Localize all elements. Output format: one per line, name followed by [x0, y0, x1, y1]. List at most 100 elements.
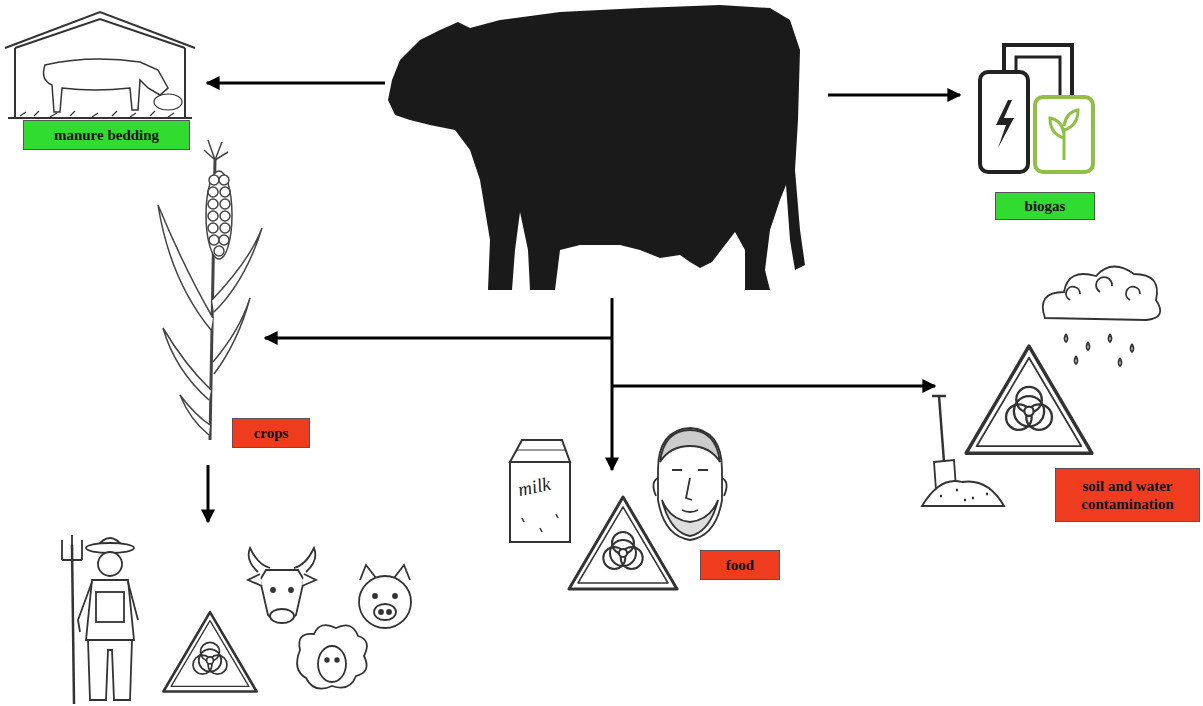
livestock-heads-part [374, 604, 396, 620]
flow-arrows-part [611, 298, 614, 470]
man-head-part [686, 478, 692, 500]
benefit-label: biogas [995, 192, 1095, 220]
barn-sketch [5, 12, 195, 118]
biogas-icon-part [1016, 57, 1060, 97]
node-text: manure bedding [54, 126, 159, 144]
corn-plant-part [209, 175, 219, 185]
risk-label: crops [232, 418, 310, 448]
corn-plant-part [208, 223, 218, 233]
node-text: biogas [1025, 197, 1066, 215]
man-head-part [682, 510, 698, 512]
benefit-label: manure bedding [23, 120, 190, 150]
livestock-heads-part [325, 658, 329, 662]
livestock-heads-part [271, 588, 275, 592]
livestock-heads-part [379, 610, 383, 614]
farmer-figure-part [72, 545, 74, 704]
livestock-heads-part [289, 588, 293, 592]
barn-sketch-part [20, 111, 174, 117]
flow-arrows-part [265, 337, 612, 340]
corn-plant-part [220, 223, 230, 233]
barn-sketch-part [154, 94, 182, 110]
biogas-icon [980, 45, 1093, 172]
shovel-soil-part [940, 490, 988, 500]
livestock-heads-part [248, 574, 316, 586]
livestock-heads-part [373, 594, 377, 598]
barn-sketch-part [184, 48, 186, 118]
farmer-figure-part [62, 535, 82, 560]
corn-plant-part [212, 228, 262, 312]
milk-carton-part [516, 449, 566, 450]
biogas-icon-part [980, 72, 1028, 172]
corn-plant-part [208, 187, 218, 197]
corn-plant-part [158, 205, 213, 330]
node-text: soil and water contamination [1060, 477, 1195, 513]
corn-plant-part [209, 235, 219, 245]
risk-label: food [700, 550, 780, 580]
flow-arrows-part [207, 82, 385, 85]
barn-sketch-part [8, 117, 192, 119]
flow-arrows-part [612, 385, 935, 388]
flow-arrows-part [828, 94, 960, 97]
shovel-soil [922, 396, 1004, 506]
farmer-figure-part [98, 552, 122, 576]
man-head-part [658, 428, 722, 540]
barn-sketch-part [44, 59, 168, 112]
man-head-part [660, 430, 720, 462]
corn-plant-part [213, 298, 250, 374]
cloud-rain-part [1065, 334, 1134, 366]
man-head [653, 428, 726, 540]
node-text: crops [254, 424, 289, 442]
cloud-rain-part [1043, 266, 1160, 320]
corn-plant-part [219, 175, 229, 185]
cloud-rain [1043, 266, 1160, 366]
biohazard-symbol [966, 346, 1092, 453]
shovel-soil-part [922, 481, 1004, 506]
corn-plant-part [208, 211, 218, 221]
milk-carton-part [510, 462, 570, 542]
corn-plant-part [180, 395, 210, 435]
flow-arrows-part [207, 465, 210, 522]
corn-plant-part [163, 328, 211, 400]
livestock-heads-part [335, 658, 339, 662]
biogas-icon-part [1035, 97, 1093, 172]
corn-plant-part [204, 140, 228, 160]
man-head-part [672, 469, 708, 471]
livestock-heads-part [393, 594, 397, 598]
barn-sketch-part [14, 48, 16, 118]
farmer-figure-part [86, 580, 134, 640]
corn-plant-part [220, 199, 230, 209]
livestock-heads-part [270, 609, 294, 623]
milk-carton-part [522, 514, 558, 532]
cow-silhouette [388, 5, 805, 290]
barn-sketch-part [5, 12, 195, 48]
milk-carton-part [510, 440, 570, 462]
farmer-figure-part [78, 582, 138, 632]
corn-plant-part [220, 187, 230, 197]
corn-plant [158, 140, 262, 440]
livestock-heads-part [249, 548, 316, 572]
livestock-heads-part [387, 610, 391, 614]
biohazard-symbol [163, 612, 256, 691]
corn-plant-part [214, 246, 224, 256]
man-head-part [662, 500, 718, 536]
livestock-heads-part [359, 576, 411, 628]
corn-plant-part [208, 199, 218, 209]
farmer-figure [62, 535, 138, 704]
shovel-soil-part [932, 396, 946, 462]
barn-sketch-part [15, 19, 185, 48]
corn-plant-part [219, 235, 229, 245]
biogas-icon-part [1050, 110, 1078, 160]
risk-label: soil and water contamination [1055, 468, 1200, 522]
livestock-heads-part [318, 646, 346, 682]
cloud-rain-part [1066, 277, 1140, 300]
corn-plant-part [206, 171, 232, 259]
corn-plant-part [220, 211, 230, 221]
livestock-heads-part [297, 625, 367, 689]
farmer-figure-part [96, 592, 124, 622]
biogas-icon-part [996, 100, 1014, 148]
milk-carton [510, 440, 570, 542]
livestock-heads [248, 548, 411, 689]
